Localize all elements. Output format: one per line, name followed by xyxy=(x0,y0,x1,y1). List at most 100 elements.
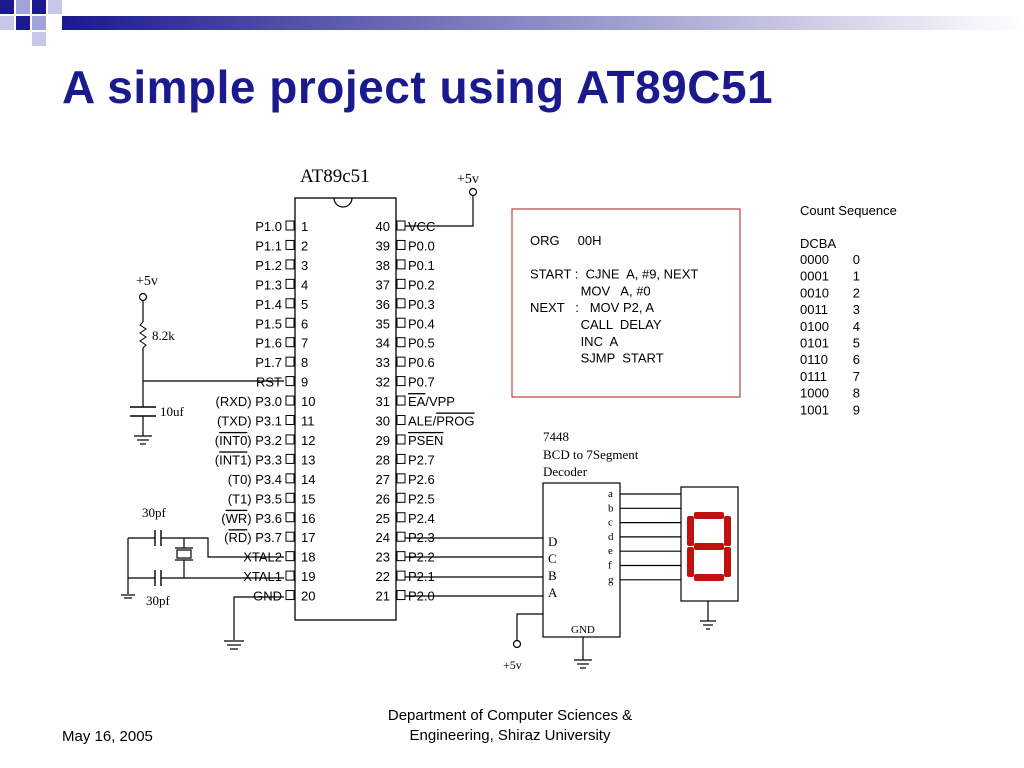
code-line: NEXT : MOV P2, A xyxy=(530,300,654,315)
pin-box xyxy=(396,395,406,406)
pin-box xyxy=(285,395,295,406)
ground-icon xyxy=(700,620,716,630)
wire xyxy=(233,596,284,640)
pin-label: P1.7 xyxy=(255,355,282,370)
pin-box xyxy=(285,570,295,581)
pin-number: 22 xyxy=(376,569,390,584)
count-value: 3 xyxy=(853,302,860,317)
seven-segment-display xyxy=(680,486,739,630)
resistor-symbol xyxy=(139,321,147,349)
pin-label: P2.6 xyxy=(408,472,435,487)
pin-label: (INT0) P3.2 xyxy=(215,433,282,448)
count-header: DCBA xyxy=(800,236,836,251)
pin-number: 21 xyxy=(376,589,390,604)
pin-label: XTAL1 xyxy=(243,569,282,584)
decoder-output-label: a xyxy=(608,488,613,500)
count-value: 9 xyxy=(853,402,860,417)
pin-box xyxy=(396,590,406,601)
count-value: 8 xyxy=(853,386,860,401)
segment xyxy=(694,543,724,550)
count-value: 6 xyxy=(853,352,860,367)
pin-box xyxy=(285,590,295,601)
decoder-output-label: g xyxy=(608,574,614,586)
decoder-title-1: 7448 xyxy=(543,429,569,444)
deco-square xyxy=(32,16,46,30)
code-line: CALL DELAY xyxy=(530,317,662,332)
pin-label: P1.4 xyxy=(255,297,282,312)
pin-box xyxy=(285,317,295,328)
pin-number: 14 xyxy=(301,472,315,487)
decoder-input-label: C xyxy=(548,551,557,566)
pin-box xyxy=(396,415,406,425)
pin-number: 18 xyxy=(301,550,315,565)
deco-square xyxy=(32,0,46,14)
pin-number: 20 xyxy=(301,589,315,604)
pin-label: P0.1 xyxy=(408,258,435,273)
pin-label: (RD) P3.7 xyxy=(224,530,282,545)
pin-box xyxy=(285,531,295,542)
pin-number: 39 xyxy=(376,238,390,253)
pin-number: 29 xyxy=(376,433,390,448)
pin-label: P0.4 xyxy=(408,316,435,331)
pin-label: (INT1) P3.3 xyxy=(215,452,282,467)
count-bits: 0000 xyxy=(800,252,829,267)
vcc-top-wire xyxy=(405,196,474,227)
footer-department: Department of Computer Sciences & Engine… xyxy=(340,706,680,746)
pin-number: 7 xyxy=(301,336,308,351)
decoder-7448: 7448 BCD to 7Segment Decoder DCBA abcdef… xyxy=(503,429,681,672)
segment xyxy=(724,547,731,577)
segment xyxy=(687,547,694,577)
pin-number: 23 xyxy=(376,550,390,565)
pin-label: (RXD) P3.0 xyxy=(216,394,283,409)
pin-number: 15 xyxy=(301,491,315,506)
pin-box xyxy=(285,239,295,250)
pin-number: 8 xyxy=(301,355,308,370)
pin-number: 26 xyxy=(376,491,390,506)
deco-square xyxy=(32,32,46,46)
crystal-circuit: 30pf 30pf xyxy=(121,505,284,608)
ground-icon xyxy=(134,435,152,445)
pin-number: 31 xyxy=(376,394,390,409)
capacitor-reset-label: 10uf xyxy=(160,404,185,419)
pin-number: 36 xyxy=(376,297,390,312)
pin-label: P0.5 xyxy=(408,336,435,351)
pin-label: P1.3 xyxy=(255,277,282,292)
pin-number: 12 xyxy=(301,433,315,448)
pin-box xyxy=(285,220,295,231)
pin-box xyxy=(396,298,406,309)
pin-box xyxy=(285,259,295,270)
pin-box xyxy=(396,512,406,523)
pin-number: 4 xyxy=(301,277,308,292)
pin-box xyxy=(285,356,295,367)
count-bits: 0010 xyxy=(800,285,829,300)
count-bits: 0101 xyxy=(800,336,829,351)
pin-box xyxy=(285,512,295,523)
pin-number: 37 xyxy=(376,277,390,292)
count-bits: 0100 xyxy=(800,319,829,334)
pin-number: 16 xyxy=(301,511,315,526)
port2-wires xyxy=(405,537,543,597)
pin-label: P2.7 xyxy=(408,452,435,467)
code-line: INC A xyxy=(530,334,618,349)
pin-box xyxy=(396,531,406,542)
pin-number: 10 xyxy=(301,394,315,409)
segment xyxy=(687,516,694,546)
pin-box xyxy=(396,570,406,581)
footer-dept-line2: Engineering, Shiraz University xyxy=(409,727,611,744)
decoder-gnd-label: GND xyxy=(571,624,595,636)
count-value: 2 xyxy=(853,285,860,300)
ground-icon xyxy=(121,594,135,599)
count-bits: 0011 xyxy=(800,302,828,317)
pin-box xyxy=(396,356,406,367)
count-bits: 0110 xyxy=(800,352,828,367)
pin-box xyxy=(285,551,295,562)
pin-label: P0.0 xyxy=(408,238,435,253)
pin-number: 3 xyxy=(301,258,308,273)
pin-box xyxy=(396,337,406,348)
deco-square xyxy=(16,16,30,30)
pin-label: PSEN xyxy=(408,433,443,448)
pin-box xyxy=(396,278,406,289)
